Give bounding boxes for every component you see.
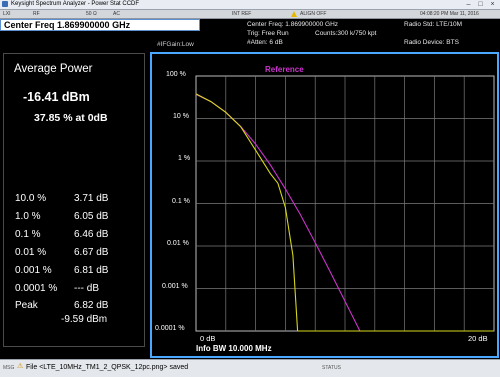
ccdf-graph-panel[interactable] xyxy=(150,52,499,358)
center-freq-readout: Center Freq: 1.869900000 GHz xyxy=(247,21,339,28)
status-coupling: AC xyxy=(113,11,120,17)
status-rf: RF xyxy=(33,11,40,17)
info-bw-label: Info BW 10.000 MHz xyxy=(196,344,272,353)
y-tick-0.0001pct: 0.0001 % xyxy=(155,325,185,332)
status-strip: LXI RF 50 Ω AC INT REF ALIGN OFF 04:08:2… xyxy=(0,10,500,19)
y-tick-0.01pct: 0.01 % xyxy=(167,240,189,247)
status-ref: INT REF xyxy=(232,11,252,17)
minimize-button[interactable]: – xyxy=(466,1,471,8)
status-tag[interactable]: STATUS xyxy=(322,365,341,371)
peak-label: Peak xyxy=(15,300,38,311)
row-value-0.0001pct: --- dB xyxy=(74,283,99,294)
row-value-0.1pct: 6.46 dB xyxy=(74,229,109,240)
row-value-0.001pct: 6.81 dB xyxy=(74,265,109,276)
x-start-label: 0 dB xyxy=(200,334,216,343)
info-icon: ⚠ xyxy=(17,363,24,370)
window-title-bar: Keysight Spectrum Analyzer - Power Stat … xyxy=(0,0,500,10)
y-tick-0.1pct: 0.1 % xyxy=(172,198,190,205)
y-tick-0.001pct: 0.001 % xyxy=(162,283,188,290)
y-tick-100pct: 100 % xyxy=(166,71,186,78)
row-value-1pct: 6.05 dB xyxy=(74,211,109,222)
row-label-0.1pct: 0.1 % xyxy=(15,229,41,240)
center-freq-box[interactable]: Center Freq 1.869900000 GHz xyxy=(0,19,200,31)
warning-icon xyxy=(291,11,297,17)
close-button[interactable]: × xyxy=(490,1,495,8)
app-icon xyxy=(2,1,8,7)
row-label-0.001pct: 0.001 % xyxy=(15,265,52,276)
row-label-10pct: 10.0 % xyxy=(15,193,47,204)
status-lxi: LXI xyxy=(3,11,11,17)
if-gain-label: #IFGain:Low xyxy=(157,41,194,48)
row-label-0.0001pct: 0.0001 % xyxy=(15,283,58,294)
row-label-1pct: 1.0 % xyxy=(15,211,41,222)
status-impedance: 50 Ω xyxy=(86,11,97,17)
y-tick-10pct: 10 % xyxy=(173,113,189,120)
trig-readout: Trig: Free Run xyxy=(247,30,289,37)
atten-readout: #Atten: 6 dB xyxy=(247,39,283,46)
metrics-panel: Average Power -16.41 dBm 37.85 % at 0dB … xyxy=(3,53,145,347)
maximize-button[interactable]: □ xyxy=(478,1,483,8)
message-text: File <LTE_10MHz_TM1_2_QPSK_12pc.png> sav… xyxy=(26,364,189,371)
msg-tag: MSG xyxy=(3,365,15,371)
row-value-0.01pct: 6.67 dB xyxy=(74,247,109,258)
counts-readout: Counts:300 k/750 kpt xyxy=(315,30,377,37)
window-title: Keysight Spectrum Analyzer - Power Stat … xyxy=(11,1,140,7)
row-value-10pct: 3.71 dB xyxy=(74,193,109,204)
peak-dbm-value: -9.59 dBm xyxy=(61,314,108,325)
reference-label: Reference xyxy=(265,65,304,74)
y-tick-1pct: 1 % xyxy=(178,155,191,162)
average-power-title: Average Power xyxy=(14,63,93,75)
status-datetime: 04:08:20 PM Mar 11, 2016 xyxy=(420,11,479,17)
x-end-label: 20 dB xyxy=(468,334,488,343)
message-bar: MSG ⚠ File <LTE_10MHz_TM1_2_QPSK_12pc.pn… xyxy=(0,359,500,377)
percent-at-0db: 37.85 % at 0dB xyxy=(34,112,108,124)
row-label-0.01pct: 0.01 % xyxy=(15,247,47,258)
radio-device-readout: Radio Device: BTS xyxy=(404,39,459,46)
peak-db-value: 6.82 dB xyxy=(74,300,109,311)
average-power-value: -16.41 dBm xyxy=(23,90,90,104)
radio-std-readout: Radio Std: LTE/10M xyxy=(404,21,463,28)
status-align: ALIGN OFF xyxy=(300,11,327,17)
